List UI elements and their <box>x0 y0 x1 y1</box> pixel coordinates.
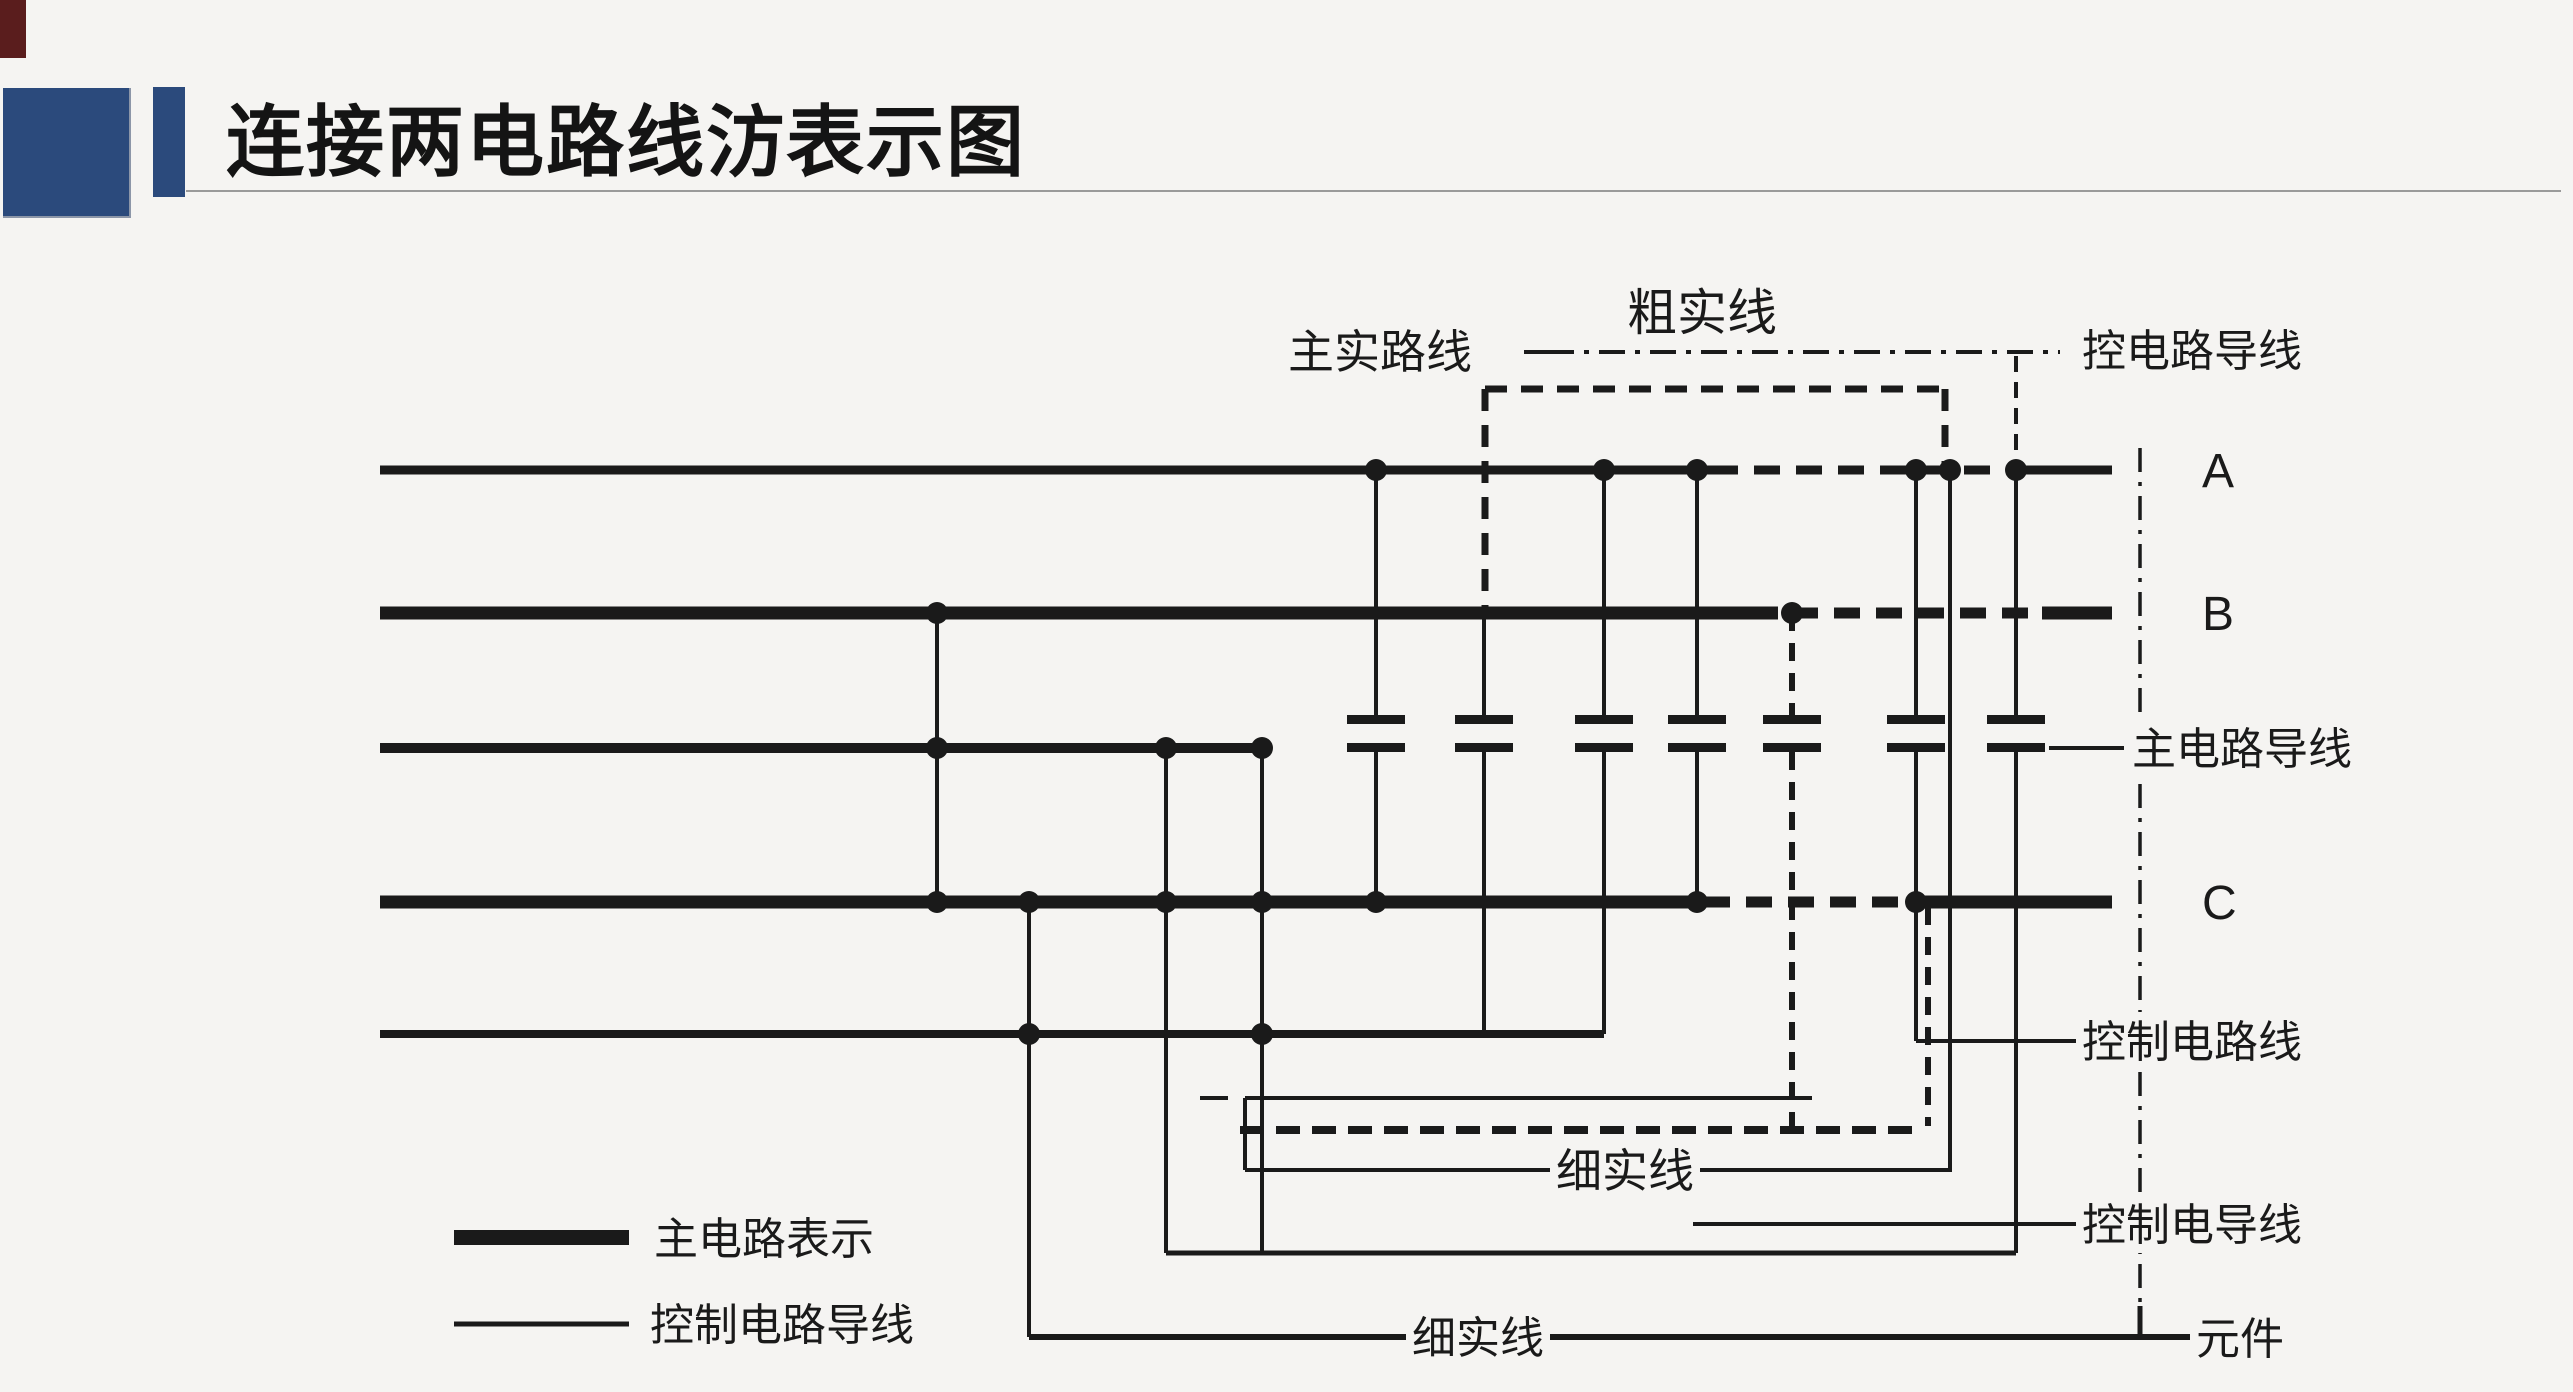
legend-thick-line-sample <box>454 1230 629 1245</box>
label-main-conductor: 主电路导线 <box>2132 725 2352 774</box>
junction-dots <box>926 459 2027 1045</box>
legend-thick-line-label: 主电路表示 <box>654 1215 874 1264</box>
label-phase-a: A <box>2202 445 2234 498</box>
label-component: 元件 <box>2196 1315 2284 1364</box>
label-phase-b: B <box>2202 588 2234 641</box>
dashed-box-top <box>1481 385 1949 611</box>
title-underline <box>186 190 2561 192</box>
legend: 主电路表示 控制电路导线 <box>454 1215 914 1350</box>
page-title: 连接两电路线汸表示图 <box>226 98 1027 186</box>
label-thin-solid-mid: 细实线 <box>1556 1145 1694 1197</box>
label-thin-solid-bottom: 细实线 <box>1412 1314 1544 1363</box>
label-top-right: 控电路导线 <box>2082 327 2302 376</box>
dashed-box-bottom <box>1240 907 1931 1134</box>
label-control-conductor: 控制电导线 <box>2082 1201 2302 1250</box>
thin-wires <box>1166 746 2130 1256</box>
label-top-left: 主实路线 <box>1288 326 1472 378</box>
top-label-connector <box>1524 350 2060 466</box>
title-accent-square <box>3 88 131 218</box>
label-phase-c: C <box>2202 877 2237 930</box>
corner-square <box>0 0 26 58</box>
legend-thin-line-label: 控制电路导线 <box>650 1301 914 1350</box>
break-symbols <box>1347 715 2045 752</box>
title-accent-bar <box>153 87 185 197</box>
label-backgrounds <box>2076 718 2360 1253</box>
label-control-line: 控制电路线 <box>2082 1018 2302 1067</box>
label-top-center: 粗实线 <box>1627 285 1777 341</box>
